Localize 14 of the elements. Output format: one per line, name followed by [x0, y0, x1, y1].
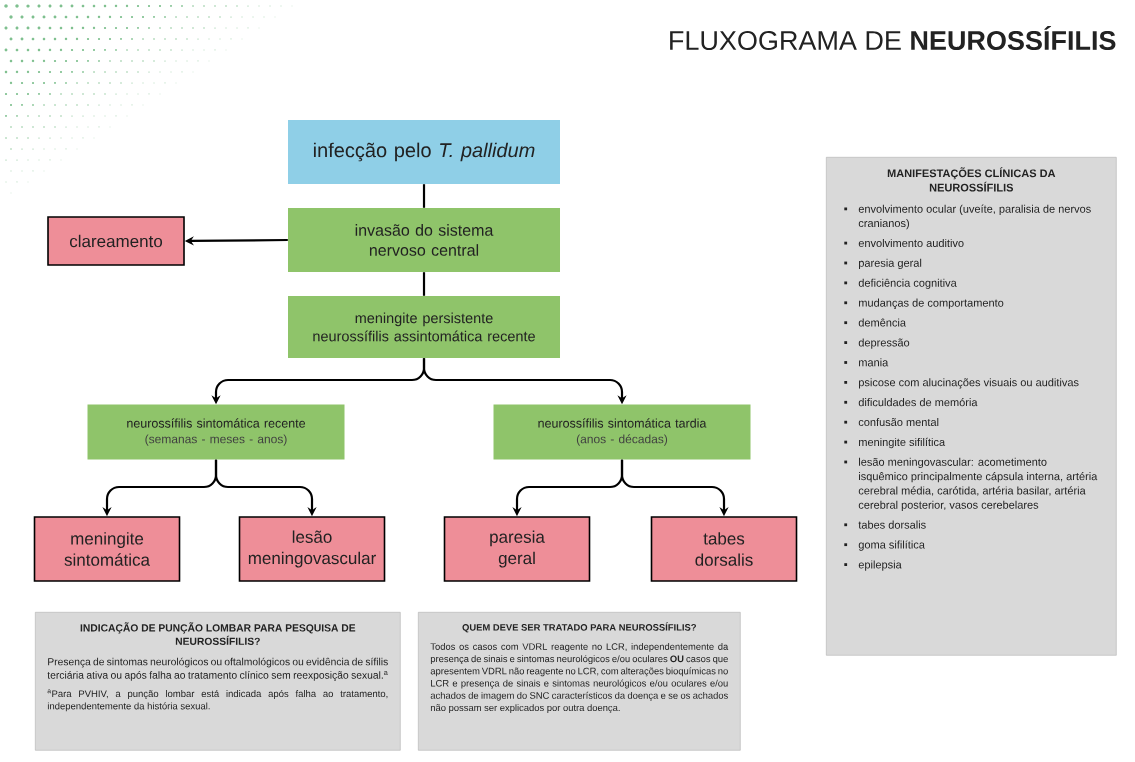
info-panel: QUEM DEVE SER TRATADO PARA NEUROSSÍFILIS? Todos os casos com VDRL reagente no LCR, independentemente da presença de sinais e sintomas neurológicos e/ou oculares OU casos que apresentem VDRL não reagente no LCR, com alterações bioquímicas no LCR e presença de sinais e sintomas neurológicos e/ou oculares e/ou achados de imagem do SNC característicos da doença e se os achados não possam ser explicados por outra doença. [418, 612, 741, 751]
process-box: neurossífilis sintomática recente (semanas - meses - anos) [87, 404, 345, 460]
outcome-box: tabes dorsalis [650, 516, 798, 582]
info-panel: INDICAÇÃO DE PUNÇÃO LOMBAR PARA PESQUISA DE NEUROSSÍFILIS? Presença de sintomas neurológicos ou oftalmológicos ou evidência de sífilis terciária ativa ou após falha ao tratamento clínico sem reexposição sexual.$^{a}$ $^{a}$Para PVHIV, a punção lombar está indicada após falha ao tratamento, independentemente da história sexual. [35, 612, 401, 751]
outcome-box: lesão meningovascular [238, 516, 386, 582]
outcome-box: paresia geral [443, 516, 591, 582]
info-panel: MANIFESTAÇÕES CLÍNICAS DA NEUROSSÍFILIS envolvimento ocular (uveíte, paralisia de nervos cranianos) envolvimento auditivo paresia geral deficiência cognitiva mudanças de comportamento demência depressão mania psicose com alucinações visuais ou auditivas dificuldades de memória confusão mental meningite sifilítica lesão meningovascular: acometimento isquêmico principalmente cápsula interna, artéria cerebral média, carótida, artéria basilar, artéria cerebral posterior, vasos cerebelares tabes dorsalis goma sifilítica epilepsia [826, 157, 1117, 656]
outcome-box: clareamento [47, 216, 185, 266]
outcome-box: meningite sintomática [33, 516, 181, 582]
process-box: neurossífilis sintomática tardia (anos - décadas) [493, 404, 751, 460]
process-box: meningite persistente neurossífilis assintomática recente [288, 296, 560, 358]
start-box: infecção pelo T. pallidum [288, 120, 560, 184]
title: FLUXOGRAMA DE NEUROSSÍFILIS [670, 25, 1116, 51]
process-box: invasão do sistema nervoso central [288, 208, 560, 272]
